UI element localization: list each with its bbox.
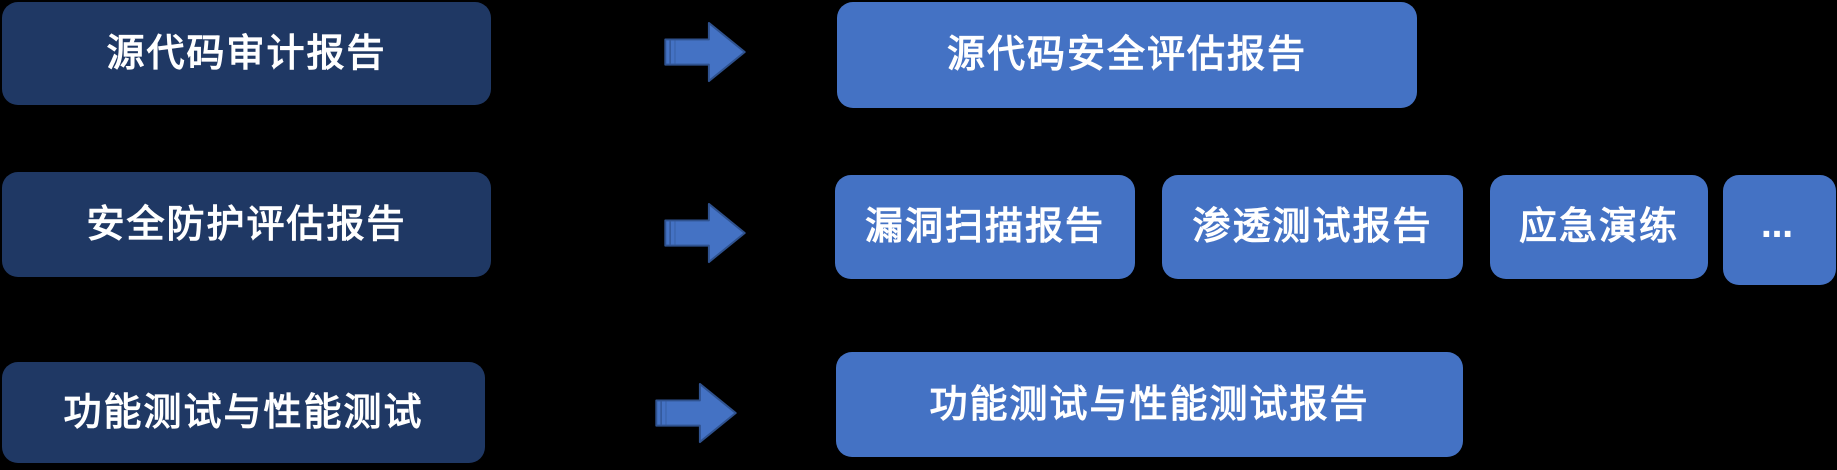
flow-arrow-icon <box>664 21 746 83</box>
output-box-functional-and-performance-test-report: 功能测试与性能测试报告 <box>836 352 1463 457</box>
output-box-emergency-drill: 应急演练 <box>1490 175 1708 279</box>
source-box-functional-and-performance-testing: 功能测试与性能测试 <box>2 362 485 463</box>
output-box-source-code-security-assessment-report: 源代码安全评估报告 <box>837 2 1417 108</box>
output-box-penetration-test-report: 渗透测试报告 <box>1162 175 1463 279</box>
flow-arrow-icon <box>655 382 737 444</box>
output-box-ellipsis-more: … <box>1723 175 1836 285</box>
output-box-vulnerability-scan-report: 漏洞扫描报告 <box>835 175 1135 279</box>
source-box-security-protection-assessment: 安全防护评估报告 <box>2 172 491 277</box>
source-box-source-code-audit: 源代码审计报告 <box>2 2 491 105</box>
flow-arrow-icon <box>664 202 746 264</box>
